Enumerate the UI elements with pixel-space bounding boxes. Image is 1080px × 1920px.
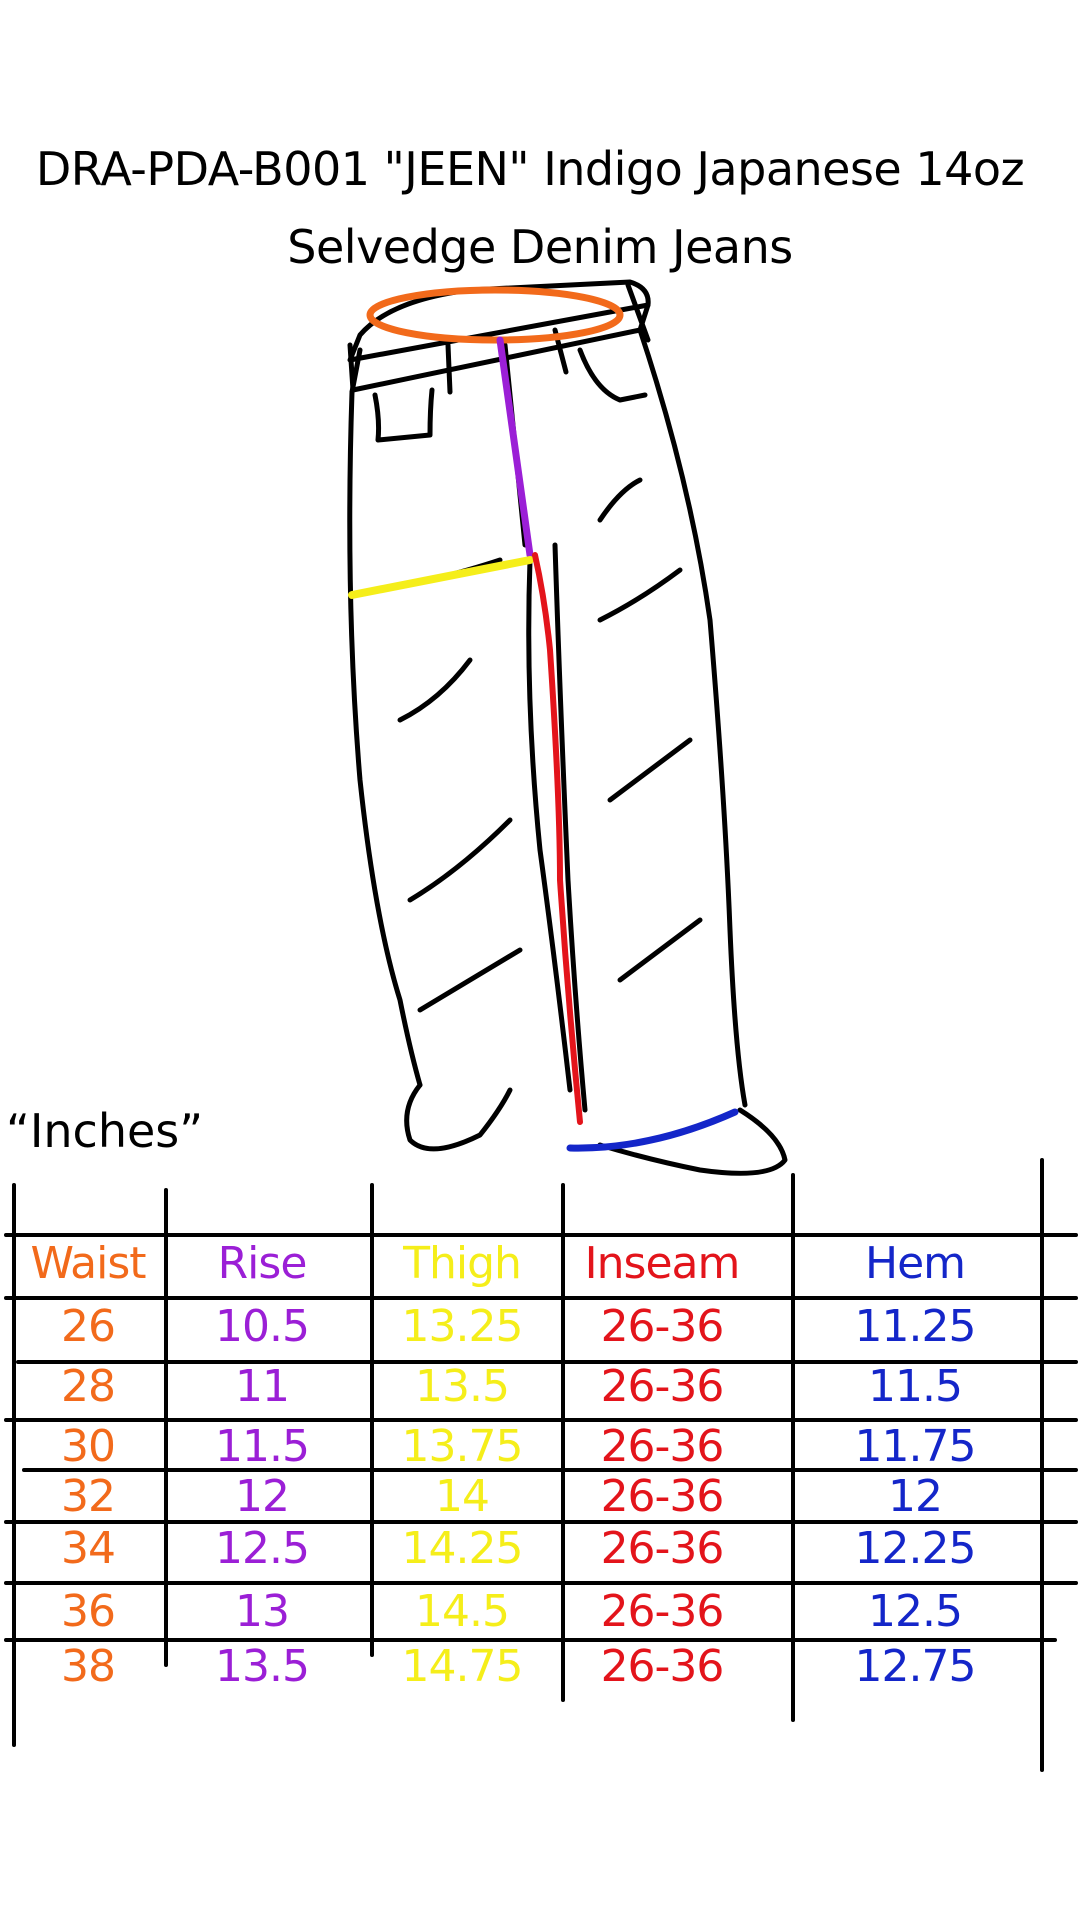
cell-thigh: 14 [435, 1471, 490, 1522]
cell-waist: 34 [61, 1523, 116, 1574]
cell-hem: 12.25 [854, 1523, 977, 1574]
jeans-outline [347, 279, 788, 1176]
cell-inseam: 26-36 [600, 1361, 725, 1412]
cell-inseam: 26-36 [600, 1641, 725, 1692]
cell-rise: 13.5 [215, 1641, 310, 1692]
cell-thigh: 13.25 [401, 1301, 524, 1352]
waist-measure-line [366, 286, 624, 344]
header-inseam: Inseam [584, 1238, 741, 1289]
cell-rise: 12.5 [215, 1523, 310, 1574]
page-title: DRA-PDA-B001 "JEEN" Indigo Japanese 14oz [35, 142, 1025, 196]
cell-rise: 12 [235, 1471, 290, 1522]
rise-measure-line [496, 336, 534, 559]
cell-rise: 11 [235, 1361, 290, 1412]
cell-hem: 12.75 [854, 1641, 977, 1692]
cell-inseam: 26-36 [600, 1586, 725, 1637]
cell-hem: 12 [888, 1471, 943, 1522]
cell-thigh: 13.75 [401, 1421, 524, 1472]
cell-waist: 32 [61, 1471, 116, 1522]
cell-hem: 11.5 [868, 1361, 963, 1412]
header-thigh: Thigh [403, 1238, 522, 1289]
cell-waist: 26 [61, 1301, 116, 1352]
cell-hem: 11.25 [854, 1301, 977, 1352]
cell-inseam: 26-36 [600, 1421, 725, 1472]
cell-thigh: 13.5 [415, 1361, 510, 1412]
cell-rise: 13 [235, 1586, 290, 1637]
cell-thigh: 14.5 [415, 1586, 510, 1637]
cell-waist: 28 [61, 1361, 116, 1412]
thigh-measure-line [348, 556, 534, 599]
cell-waist: 36 [61, 1586, 116, 1637]
cell-waist: 30 [61, 1421, 116, 1472]
header-waist: Waist [30, 1238, 146, 1289]
cell-thigh: 14.75 [401, 1641, 524, 1692]
header-rise: Rise [217, 1238, 308, 1289]
page-subtitle: Selvedge Denim Jeans [287, 220, 793, 274]
cell-inseam: 26-36 [600, 1471, 725, 1522]
header-hem: Hem [864, 1238, 966, 1289]
cell-inseam: 26-36 [600, 1523, 725, 1574]
hem-measure-line [566, 1108, 739, 1152]
cell-rise: 11.5 [215, 1421, 310, 1472]
cell-hem: 11.75 [854, 1421, 977, 1472]
cell-rise: 10.5 [215, 1301, 310, 1352]
inseam-measure-line [532, 552, 583, 1125]
cell-inseam: 26-36 [600, 1301, 725, 1352]
cell-thigh: 14.25 [401, 1523, 524, 1574]
cell-hem: 12.5 [868, 1586, 963, 1637]
unit-label: “Inches” [6, 1104, 204, 1158]
cell-waist: 38 [61, 1641, 116, 1692]
